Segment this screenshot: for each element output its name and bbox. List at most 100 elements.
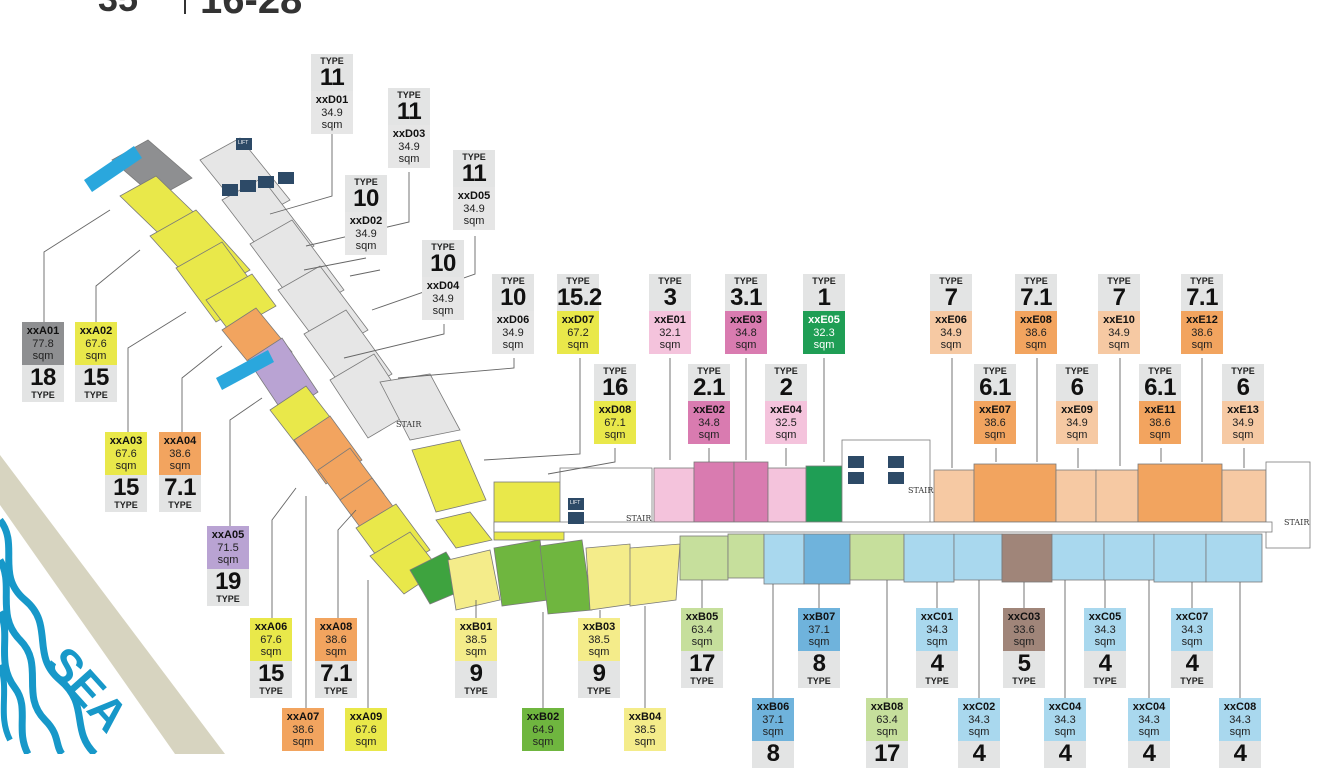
unit-code: xxC05 xyxy=(1088,611,1122,623)
unit-area: 34.9 xyxy=(1232,417,1254,429)
unit-type-number: 6 xyxy=(1236,374,1250,401)
unit-area: 38.5 xyxy=(465,634,487,646)
unit-area-unit: sqm xyxy=(659,339,681,351)
unit-area: 34.3 xyxy=(1054,714,1076,726)
unit-code: xxE01 xyxy=(654,314,686,326)
unit-code: xxE11 xyxy=(1144,404,1176,416)
unit-type-number: 4 xyxy=(930,650,944,677)
unit-type-number: 6.1 xyxy=(979,374,1011,401)
lift-label-center: LIFT xyxy=(570,500,581,506)
unit-type-caption: TYPE xyxy=(397,90,421,100)
unit-type-number: 7.1 xyxy=(164,474,196,501)
unit-area: 34.9 xyxy=(355,228,377,240)
unit-code: xxC08 xyxy=(1223,701,1257,713)
unit-area: 67.6 xyxy=(355,724,377,736)
wave-line-3 xyxy=(0,610,32,754)
unit-type-number: 17 xyxy=(874,740,900,767)
unit-type-caption: TYPE xyxy=(812,276,836,286)
unit-type-number: 15.2 xyxy=(557,284,602,311)
unit-area-unit: sqm xyxy=(292,736,314,748)
unit-code: xxB08 xyxy=(870,701,904,713)
unit-code: xxB01 xyxy=(459,621,493,633)
unit-area-unit: sqm xyxy=(813,339,835,351)
unit-type-caption: TYPE xyxy=(501,276,525,286)
unit-area: 34.8 xyxy=(698,417,720,429)
unit-type-number: 3.1 xyxy=(730,284,762,311)
stair-label-center-2: STAIR xyxy=(908,486,934,495)
unit-type-number: 6 xyxy=(1070,374,1084,401)
unit-area: 34.9 xyxy=(502,327,524,339)
unit-area: 38.6 xyxy=(1149,417,1171,429)
unit-code: xxE08 xyxy=(1020,314,1052,326)
unit-type-caption: TYPE xyxy=(1093,676,1117,686)
unit-type-box: 4 xyxy=(1128,741,1170,768)
unit-code: xxD02 xyxy=(349,215,383,227)
pool-top xyxy=(84,146,142,192)
lift-cluster-top xyxy=(222,138,294,196)
unit-type-caption: TYPE xyxy=(603,366,627,376)
unit-code: xxA04 xyxy=(163,435,197,447)
unit-type-number: 8 xyxy=(766,740,780,767)
unit-type-number: 7 xyxy=(1112,284,1126,311)
unit-type-number: 5 xyxy=(1017,650,1031,677)
unit-type-number: 11 xyxy=(396,98,422,125)
unit-code: xxD07 xyxy=(561,314,595,326)
stair-label-diagonal: STAIR xyxy=(396,420,422,429)
unit-type-caption: TYPE xyxy=(324,686,348,696)
unit-area: 34.9 xyxy=(432,293,454,305)
unit-area-unit: sqm xyxy=(355,240,377,252)
unit-code: xxA07 xyxy=(286,711,320,723)
unit-code: xxD04 xyxy=(426,280,460,292)
unit-area-unit: sqm xyxy=(926,636,948,648)
unit-code: xxE13 xyxy=(1227,404,1259,416)
unit-area-unit: sqm xyxy=(1229,726,1251,738)
unit-area: 33.6 xyxy=(1013,624,1035,636)
unit-code: xxA08 xyxy=(319,621,353,633)
unit-area-unit: sqm xyxy=(502,339,524,351)
unit-area: 37.1 xyxy=(808,624,830,636)
unit-type-caption: TYPE xyxy=(1012,676,1036,686)
unit-code: xxB05 xyxy=(685,611,719,623)
unit-area: 34.3 xyxy=(1094,624,1116,636)
unit-area-unit: sqm xyxy=(808,636,830,648)
unit-area: 34.3 xyxy=(968,714,990,726)
unit-type-caption: TYPE xyxy=(1107,276,1131,286)
